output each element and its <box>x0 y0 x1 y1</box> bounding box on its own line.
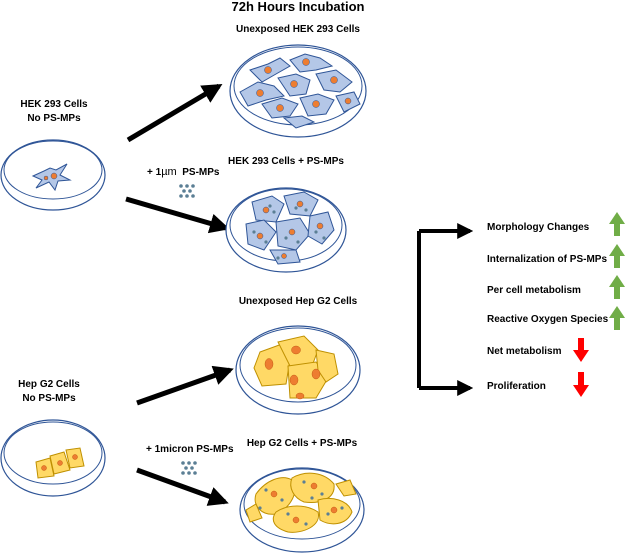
nucleus <box>264 358 274 370</box>
outcome-bracket <box>417 223 474 396</box>
ps-mp-particle <box>258 506 262 510</box>
page-title: 72h Hours Incubation <box>231 0 365 14</box>
ps-mp-particle <box>286 512 290 516</box>
ps-mp-particles-icon <box>179 184 195 198</box>
hep-cell <box>315 349 339 383</box>
ps-mp-particle <box>252 230 256 234</box>
ps-mp-particle <box>272 210 276 214</box>
hep-cell <box>335 479 357 497</box>
outcome-internalization: Internalization of PS-MPs <box>487 254 608 265</box>
nucleus <box>291 345 301 355</box>
petri-dish-hep-start <box>0 419 106 497</box>
ps-mp-particle <box>264 488 268 492</box>
nucleus <box>43 175 49 181</box>
ps-mp-particle <box>302 480 306 484</box>
ps-mp-particle <box>310 496 314 500</box>
petri-dish-hep-unexposed <box>235 325 361 415</box>
arrow-hek-exposed <box>125 196 230 234</box>
exposed-hep-label: Hep G2 Cells + PS-MPs <box>246 438 358 449</box>
nucleus <box>344 97 352 105</box>
nucleus <box>41 465 47 471</box>
arrow-hek-unexposed <box>126 83 223 143</box>
petri-dish-hek-exposed <box>225 187 347 273</box>
nucleus <box>50 172 58 180</box>
nucleus <box>57 460 63 466</box>
nucleus <box>295 392 305 400</box>
hep-treatment-label: + 1micron PS-MPs <box>146 444 234 455</box>
hep-start-label: Hep G2 Cells No PS-MPs <box>18 378 80 406</box>
unexposed-hek-label: Unexposed HEK 293 Cells <box>236 24 360 35</box>
nucleus <box>264 66 272 74</box>
outcome-morphology: Morphology Changes <box>487 222 590 233</box>
petri-dish-hek-unexposed <box>229 44 367 138</box>
ps-mp-particle <box>320 492 324 496</box>
nucleus <box>276 104 284 112</box>
arrow-hep-exposed <box>136 467 229 506</box>
hek-treatment-suffix: PS-MPs <box>182 167 220 178</box>
unexposed-hep-label: Unexposed Hep G2 Cells <box>238 296 358 307</box>
nucleus <box>330 76 338 84</box>
nucleus <box>270 490 278 498</box>
ps-mp-particle <box>284 236 288 240</box>
nucleus <box>256 232 264 240</box>
hek-start-line1: HEK 293 Cells <box>20 99 88 110</box>
petri-dish-hep-exposed <box>239 467 365 553</box>
outcome-ros: Reactive Oxygen Species <box>487 314 609 325</box>
nucleus <box>292 516 300 524</box>
hek-cell <box>282 115 316 129</box>
hep-start-line1: Hep G2 Cells <box>18 379 80 390</box>
exposed-hek-label: HEK 293 Cells + PS-MPs <box>228 156 344 167</box>
hek-start-label: HEK 293 Cells No PS-MPs <box>20 98 87 126</box>
ps-mp-particle <box>322 236 326 240</box>
ps-mp-particle <box>264 240 268 244</box>
nucleus <box>262 206 270 214</box>
ps-mp-particle <box>280 498 284 502</box>
ps-mp-particles-icon <box>181 461 197 475</box>
green-up-arrow-icon <box>609 244 625 268</box>
hek-treatment-label: + 1µm PS-MPs <box>147 165 220 180</box>
ps-mp-particle <box>326 512 330 516</box>
ps-mp-particle <box>276 256 280 260</box>
ps-mp-particle <box>314 230 318 234</box>
nucleus <box>330 506 338 514</box>
green-up-arrow-icon <box>609 306 625 330</box>
ps-mp-particle <box>340 506 344 510</box>
green-up-arrow-icon <box>609 212 625 236</box>
hek-treatment-prefix: + 1 <box>147 167 162 178</box>
hep-cell <box>245 503 263 523</box>
red-down-arrow-icon <box>573 372 589 397</box>
ps-mp-particle <box>304 522 308 526</box>
green-up-arrow-icon <box>609 275 625 299</box>
outcome-per-cell-metabolism: Per cell metabolism <box>487 285 581 296</box>
hek-cell <box>289 53 334 73</box>
nucleus <box>316 222 324 230</box>
nucleus <box>312 100 320 108</box>
nucleus <box>302 58 310 66</box>
nucleus <box>290 80 298 88</box>
nucleus <box>310 482 318 490</box>
nucleus <box>296 200 304 208</box>
nucleus <box>256 89 264 97</box>
ps-mp-particle <box>304 208 308 212</box>
arrow-hep-unexposed <box>136 365 234 406</box>
hep-start-line2: No PS-MPs <box>22 393 76 404</box>
nucleus <box>289 374 299 386</box>
hek-treatment-unit: µm <box>161 166 177 178</box>
petri-dish-hek-start <box>0 139 106 211</box>
ps-mp-particle <box>268 204 272 208</box>
nucleus <box>72 454 78 460</box>
ps-mp-particle <box>294 206 298 210</box>
red-down-arrow-icon <box>573 338 589 362</box>
outcome-proliferation: Proliferation <box>487 381 546 392</box>
outcome-net-metabolism: Net metabolism <box>487 346 562 357</box>
hek-start-line2: No PS-MPs <box>27 113 81 124</box>
nucleus <box>288 228 296 236</box>
nucleus <box>311 368 321 380</box>
nucleus <box>281 253 287 259</box>
ps-mp-particle <box>296 240 300 244</box>
